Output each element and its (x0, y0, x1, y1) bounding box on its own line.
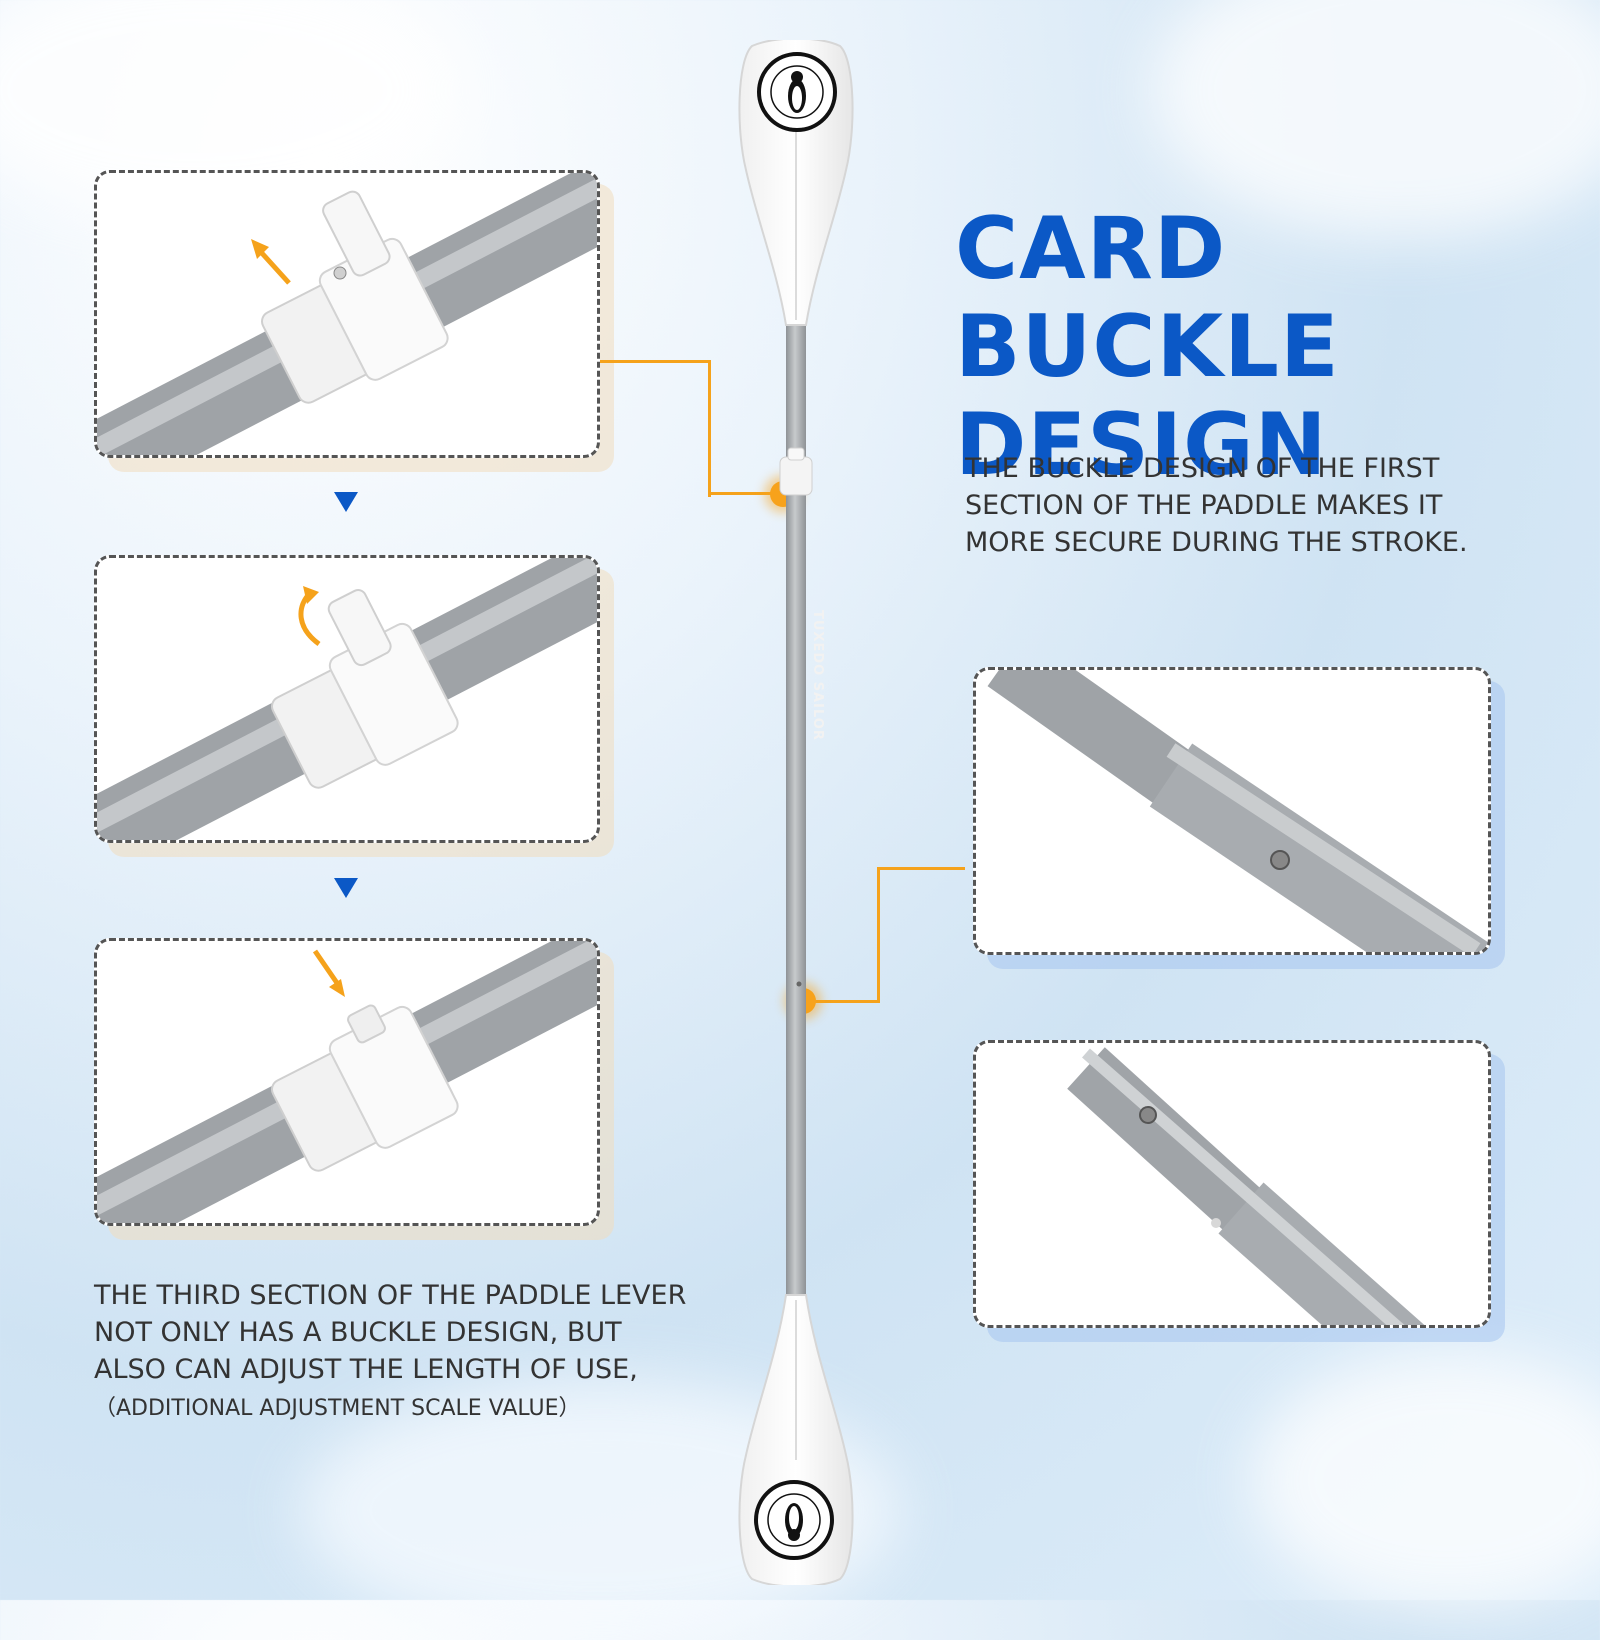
description-line: MORE SECURE DURING THE STROKE. (965, 527, 1468, 558)
callout-line-top-end (708, 492, 780, 495)
description-line: THE THIRD SECTION OF THE PADDLE LEVER (94, 1280, 687, 1311)
callout-line-top (600, 360, 711, 497)
buckle-open-illustration (97, 173, 597, 455)
shaft-brand-text: TUXEDO SAILOR (810, 610, 825, 741)
title-line-1: CARD BUCKLE (955, 199, 1340, 397)
callout-line-bottom (803, 867, 880, 1003)
callout-line-bottom-start (877, 867, 965, 870)
shaft-pin-illustration (1067, 1047, 1425, 1325)
description-note: （ADDITIONAL ADJUSTMENT SCALE VALUE） (94, 1396, 581, 1421)
step-arrow-icon (334, 492, 358, 512)
step-arrow-icon (334, 878, 358, 898)
buckle-close-illustration (97, 941, 597, 1223)
paddle-illustration (738, 40, 854, 1585)
shaft-joint-illustration (987, 670, 1488, 952)
buckle-rotate-panel (94, 555, 600, 843)
buckle-rotate-illustration (97, 558, 597, 840)
penguin-logo-icon (754, 1480, 834, 1560)
description-line: ALSO CAN ADJUST THE LENGTH OF USE, (94, 1354, 638, 1385)
background-cloud (1250, 1350, 1600, 1610)
description-line: THE BUCKLE DESIGN OF THE FIRST (965, 453, 1440, 484)
penguin-logo-icon (757, 52, 837, 132)
buckle-close-panel (94, 938, 600, 1226)
description-line: SECTION OF THE PADDLE MAKES IT (965, 490, 1443, 521)
buckle-open-panel (94, 170, 600, 458)
title-line-2: DESIGN (955, 395, 1328, 495)
shaft-pin-panel (973, 1040, 1491, 1328)
page-title: CARD BUCKLE DESIGN (955, 200, 1600, 494)
third-section-description: THE THIRD SECTION OF THE PADDLE LEVER NO… (94, 1277, 686, 1427)
shaft-joint-panel (973, 667, 1491, 955)
first-section-description: THE BUCKLE DESIGN OF THE FIRST SECTION O… (965, 450, 1468, 561)
description-line: NOT ONLY HAS A BUCKLE DESIGN, BUT (94, 1317, 622, 1348)
